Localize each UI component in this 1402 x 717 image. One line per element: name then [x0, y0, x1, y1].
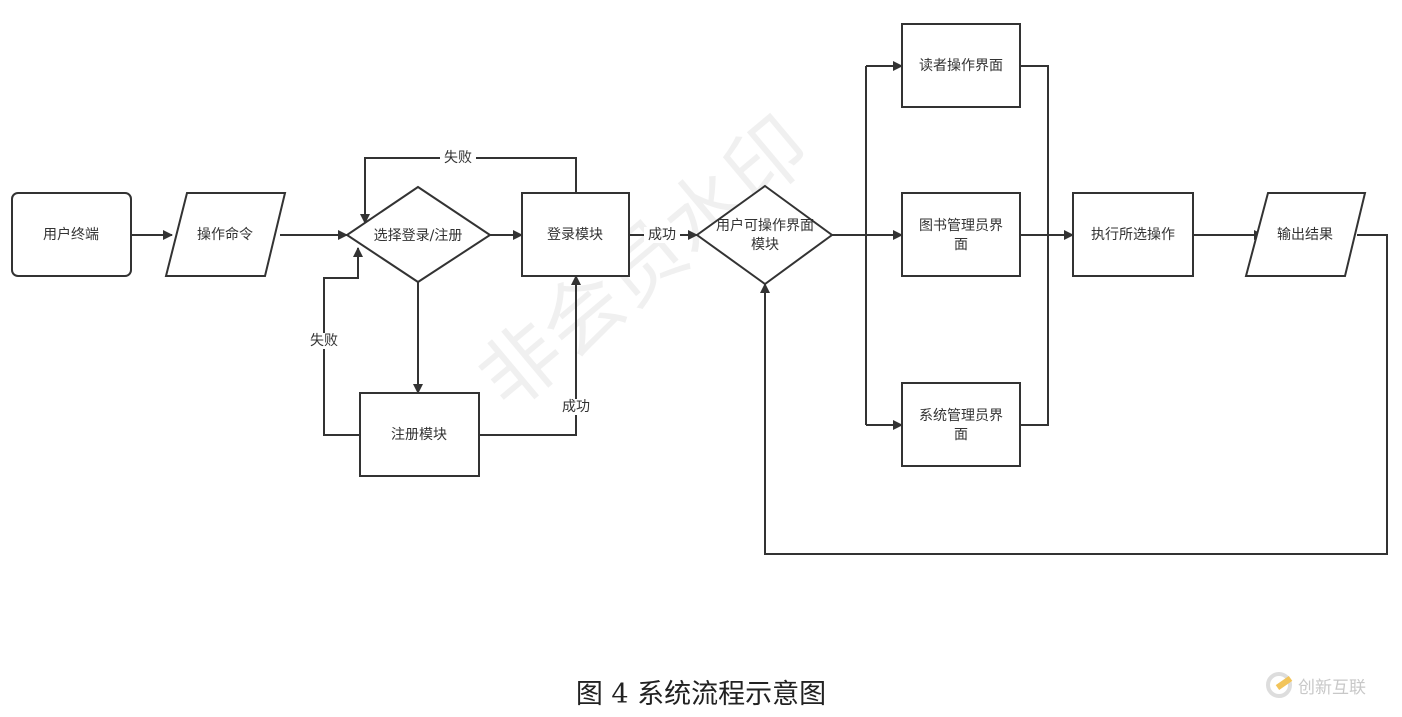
brand-logo: 创新互联 [1266, 672, 1366, 698]
svg-text:读者操作界面: 读者操作界面 [919, 57, 1003, 74]
edge-label-login-success: 成功 [648, 227, 676, 243]
node-user-terminal: 用户终端 [11, 192, 132, 277]
node-user-interface-module: 用户可操作界面 模块 [695, 184, 834, 286]
svg-text:模块: 模块 [751, 237, 779, 253]
node-reader-interface: 读者操作界面 [901, 23, 1021, 108]
node-operation-command: 操作命令 [164, 192, 287, 277]
figure-caption: 图 4 系统流程示意图 [575, 679, 827, 710]
svg-text:选择登录/注册: 选择登录/注册 [374, 228, 463, 244]
node-sysadmin-interface: 系统管理员界 面 [901, 382, 1021, 467]
node-choose-login-register: 选择登录/注册 [345, 185, 492, 284]
edge-label-register-fail: 失败 [310, 333, 338, 349]
logo-icon [1266, 672, 1292, 698]
node-login-module: 登录模块 [521, 192, 630, 277]
node-librarian-interface: 图书管理员界 面 [901, 192, 1021, 277]
node-register-module: 注册模块 [359, 392, 480, 477]
svg-text:操作命令: 操作命令 [197, 226, 253, 243]
svg-text:执行所选操作: 执行所选操作 [1091, 227, 1175, 243]
svg-text:系统管理员界: 系统管理员界 [919, 408, 1003, 424]
svg-text:登录模块: 登录模块 [547, 227, 603, 243]
edge-register-fail [323, 247, 363, 436]
svg-text:输出结果: 输出结果 [1277, 227, 1333, 243]
edge-register-success [479, 275, 581, 436]
edge-merge-bus [1020, 65, 1049, 426]
edge-label-login-fail: 失败 [444, 150, 472, 166]
svg-text:面: 面 [954, 237, 968, 253]
svg-text:图书管理员界: 图书管理员界 [919, 218, 1003, 234]
svg-text:用户终端: 用户终端 [43, 226, 99, 243]
svg-text:用户可操作界面: 用户可操作界面 [716, 217, 814, 234]
edge-output-loop [760, 234, 1388, 555]
logo-text: 创新互联 [1298, 677, 1366, 698]
edge-label-register-success: 成功 [562, 399, 590, 415]
node-execute-operation: 执行所选操作 [1072, 192, 1194, 277]
svg-text:注册模块: 注册模块 [391, 427, 447, 443]
node-output-result: 输出结果 [1244, 192, 1367, 277]
svg-text:面: 面 [954, 427, 968, 443]
